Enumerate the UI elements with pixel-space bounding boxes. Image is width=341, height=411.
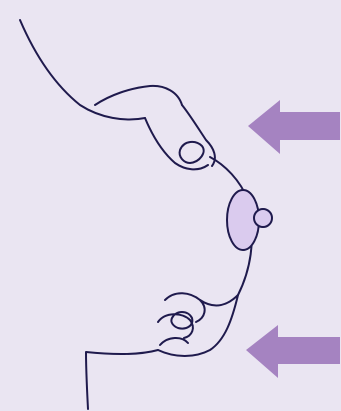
nipple xyxy=(254,209,272,227)
